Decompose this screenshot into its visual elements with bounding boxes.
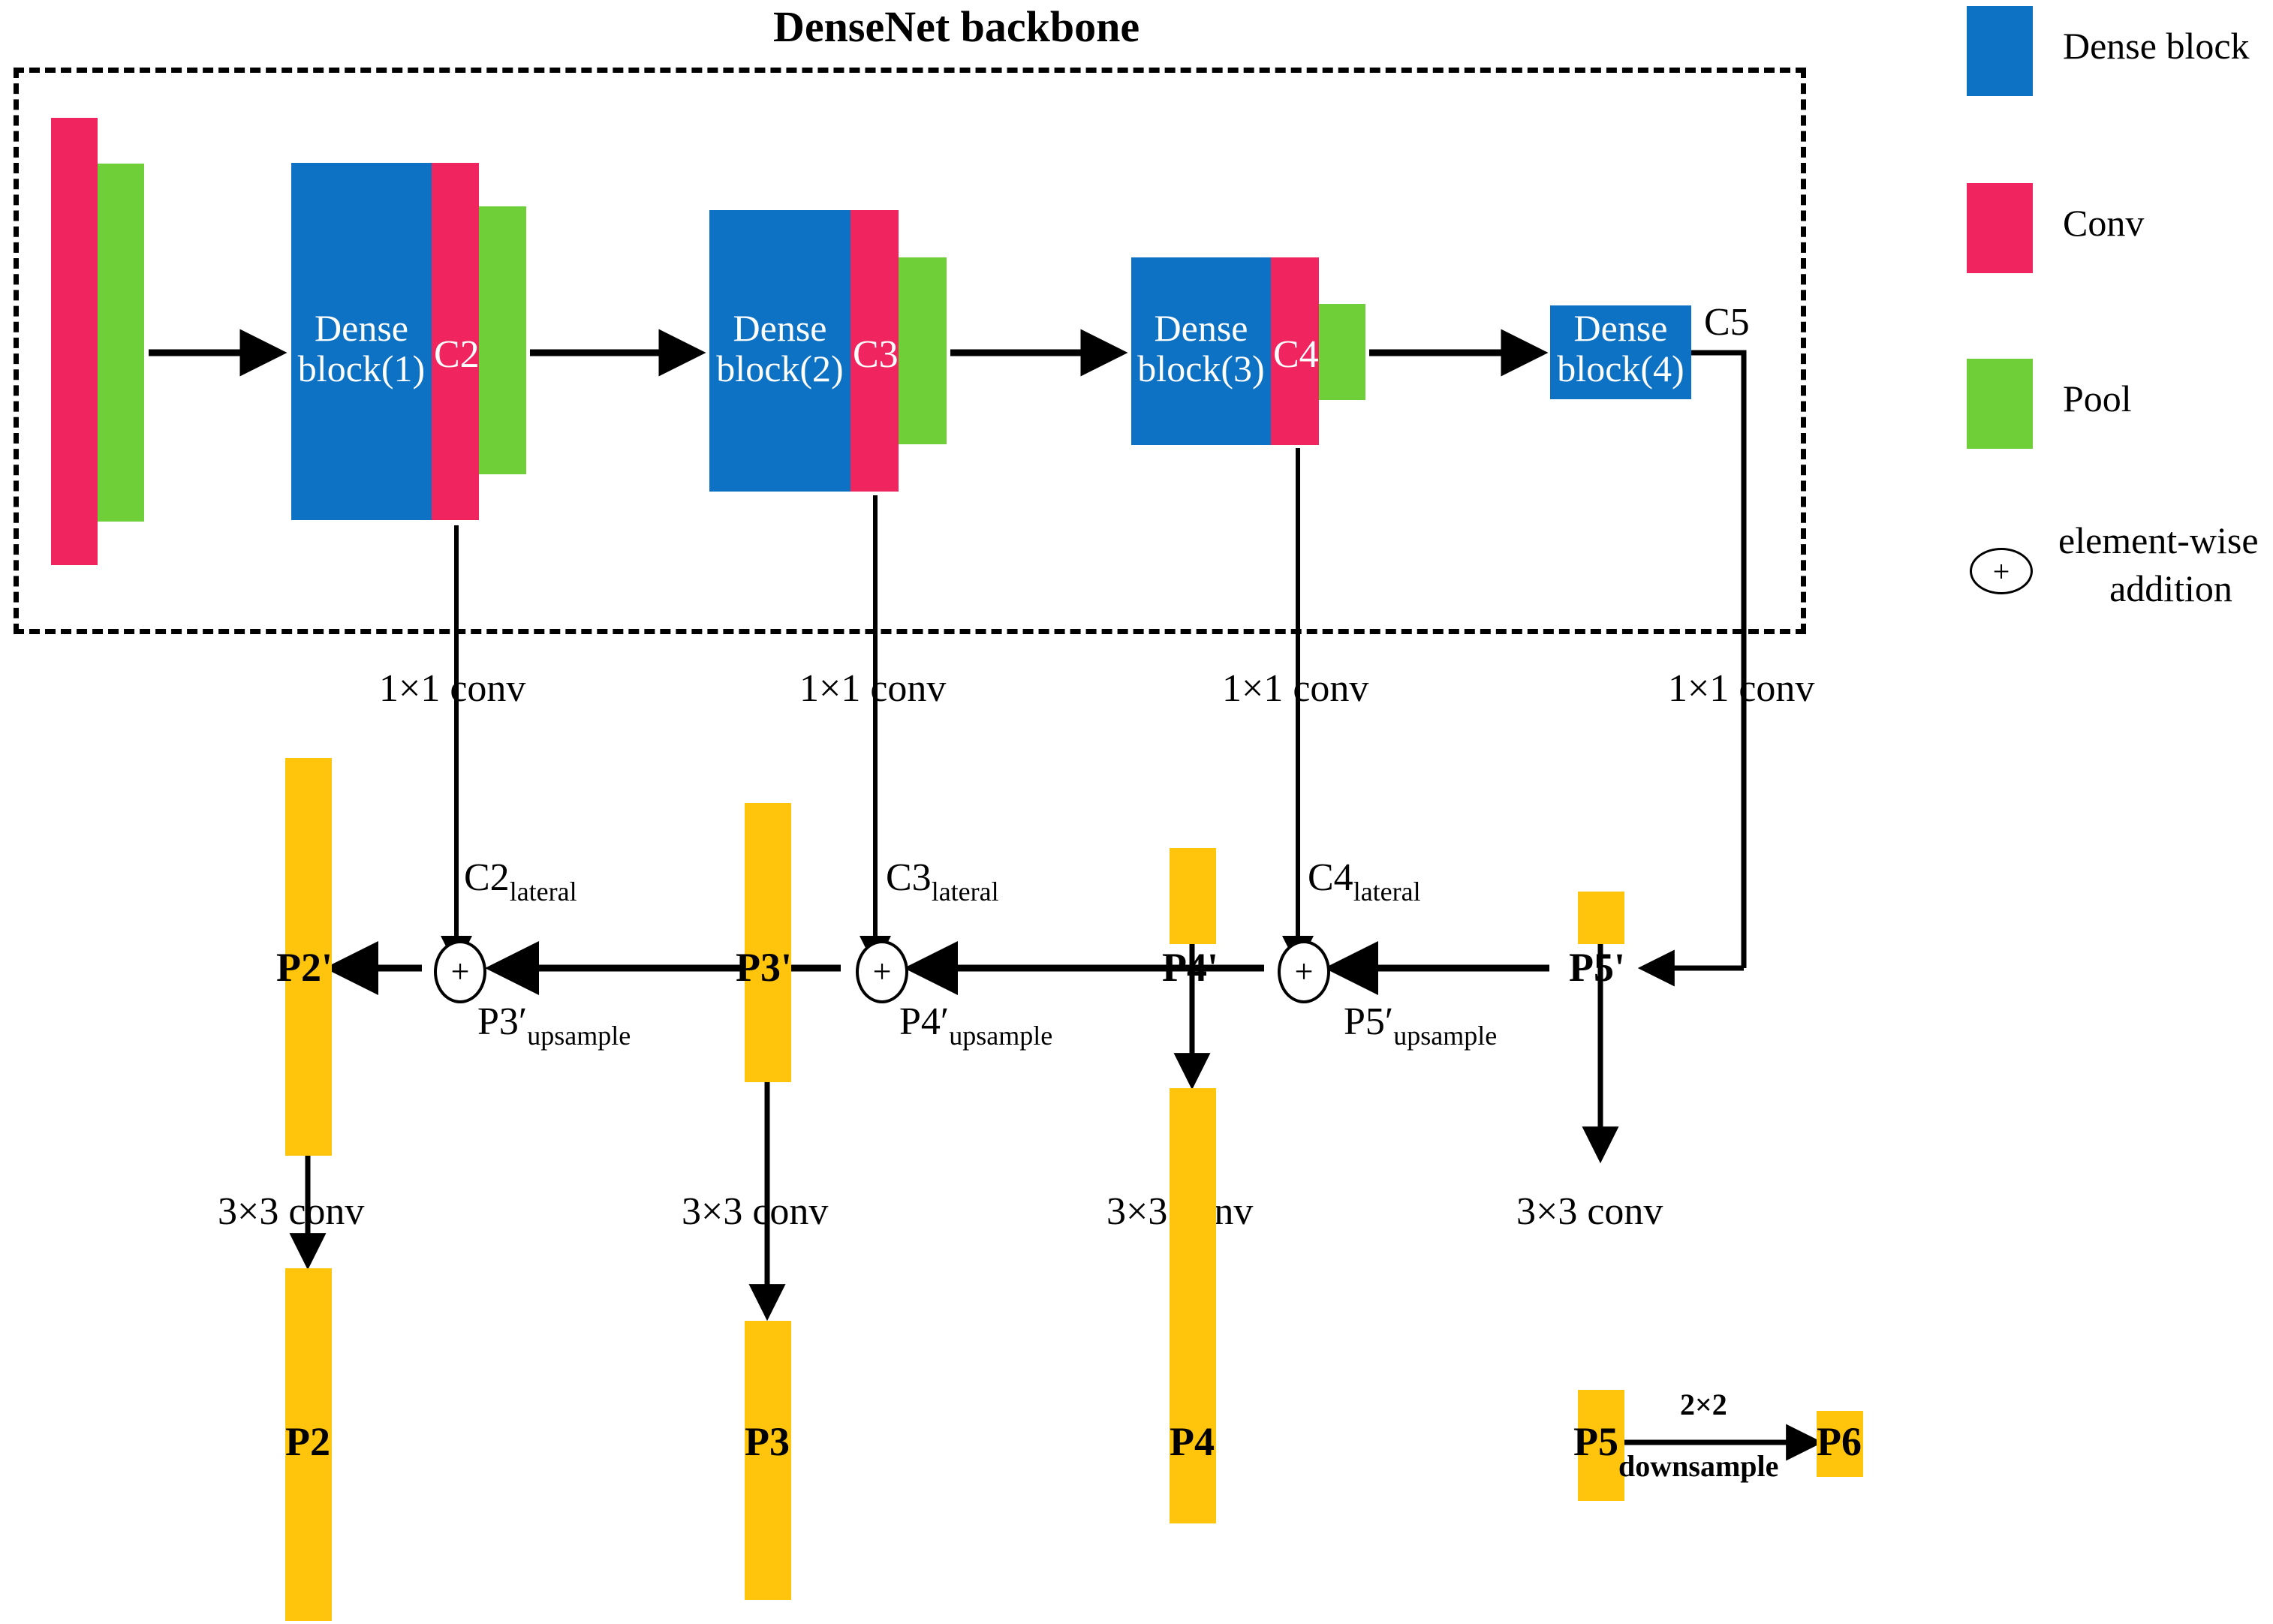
pyramid-node-p5-prime-bar[interactable]: [1578, 892, 1624, 944]
dense-block-1[interactable]: [291, 163, 432, 520]
transition-conv-1: [432, 163, 479, 520]
downsample-label-top: 2×2: [1680, 1388, 1727, 1421]
pyramid-node-p3-prime-label: P3': [736, 945, 792, 990]
dense-block-2-label-line2: block(2): [716, 347, 844, 389]
dense-block-3[interactable]: [1131, 257, 1271, 445]
legend-swatch-pool: [1967, 359, 2033, 449]
legend-swatch-dense-block: [1967, 6, 2033, 96]
lateral-conv-label-1: 1×1 conv: [379, 667, 526, 710]
feature-label-c5: C5: [1704, 301, 1750, 344]
stem-conv-bar: [51, 118, 98, 565]
dense-block-3-label-line2: block(3): [1137, 347, 1265, 389]
pyramid-node-p2-prime-bar[interactable]: [285, 758, 332, 1156]
pyramid-conv-label-4: 3×3 conv: [1516, 1190, 1663, 1233]
pyramid-node-p5-bar[interactable]: [1578, 1390, 1624, 1501]
pyramid-node-p2-label: P2: [285, 1419, 330, 1464]
pyramid-node-p3-prime-bar[interactable]: [745, 803, 791, 1082]
pyramid-conv-label-2: 3×3 conv: [682, 1190, 829, 1233]
dense-block-2-label-line1: Dense: [733, 307, 827, 349]
lateral-feature-label-c4-sub: lateral: [1353, 877, 1421, 907]
addition-node-p3[interactable]: +: [856, 940, 908, 1003]
pyramid-conv-label-1: 3×3 conv: [218, 1190, 365, 1233]
pyramid-node-p3-label: P3: [745, 1419, 790, 1464]
dense-block-4-label-line1: Dense: [1573, 307, 1668, 349]
densenet-backbone-boundary: [14, 68, 1806, 634]
pyramid-node-p4-bar[interactable]: [1170, 1088, 1216, 1523]
upsample-label-p3-prime-base: P3′: [477, 1000, 528, 1043]
pyramid-node-p3-bar[interactable]: [745, 1321, 791, 1600]
dense-block-1-label: Dense block(1): [291, 308, 432, 389]
dense-block-3-label-line1: Dense: [1154, 307, 1248, 349]
legend-label-pool: Pool: [2063, 377, 2132, 420]
legend-label-dense-block: Dense block: [2063, 25, 2250, 67]
lateral-conv-label-3: 1×1 conv: [1222, 667, 1369, 710]
legend-label-addition: element-wise addition: [2058, 516, 2273, 612]
pyramid-node-p4-prime-label: P4': [1162, 945, 1218, 990]
dense-block-2-label: Dense block(2): [709, 308, 850, 389]
lateral-feature-label-c2: C2lateral: [464, 856, 577, 907]
legend-label-conv: Conv: [2063, 202, 2145, 244]
transition-conv-2: [850, 210, 899, 492]
upsample-label-p3-prime: P3′upsample: [477, 1000, 631, 1051]
legend-label-addition-line1: element-wise: [2058, 519, 2259, 561]
addition-node-p4[interactable]: +: [1278, 940, 1330, 1003]
dense-block-4-label-line2: block(4): [1557, 347, 1684, 389]
legend-label-addition-line2: addition: [2109, 567, 2232, 609]
dense-block-1-label-line2: block(1): [297, 347, 426, 389]
legend: Dense block Conv Pool + element-wise add…: [1967, 0, 2273, 645]
pyramid-node-p4-prime-bar[interactable]: [1170, 848, 1216, 944]
upsample-label-p5-prime: P5′upsample: [1344, 1000, 1497, 1051]
dense-block-1-label-line1: Dense: [315, 307, 408, 349]
pyramid-node-p6-bar[interactable]: [1817, 1411, 1863, 1477]
feature-label-c3: C3: [853, 333, 899, 376]
pyramid-node-p5-prime-label: P5': [1569, 945, 1625, 990]
downsample-label-bottom: downsample: [1618, 1449, 1779, 1483]
pyramid-node-p2-bar[interactable]: [285, 1268, 332, 1621]
upsample-label-p3-prime-sub: upsample: [527, 1021, 631, 1051]
dense-block-2[interactable]: [709, 210, 850, 492]
feature-label-c2: C2: [434, 333, 480, 376]
lateral-feature-label-c3-base: C3: [886, 856, 932, 899]
stem-pool-bar: [98, 164, 144, 522]
transition-conv-3: [1271, 257, 1319, 445]
lateral-conv-label-2: 1×1 conv: [799, 667, 947, 710]
transition-pool-1: [479, 206, 526, 474]
lateral-feature-label-c3-sub: lateral: [931, 877, 999, 907]
legend-swatch-addition-icon: +: [1970, 548, 2033, 594]
dense-block-4[interactable]: [1550, 305, 1691, 399]
upsample-label-p5-prime-sub: upsample: [1393, 1021, 1498, 1051]
pyramid-node-p2-prime-label: P2': [276, 945, 333, 990]
lateral-feature-label-c4: C4lateral: [1308, 856, 1421, 907]
lateral-feature-label-c3: C3lateral: [886, 856, 999, 907]
feature-label-c4: C4: [1273, 333, 1319, 376]
upsample-label-p4-prime-base: P4′: [899, 1000, 950, 1043]
lateral-feature-label-c2-sub: lateral: [509, 877, 577, 907]
plus-icon: +: [1992, 554, 2010, 588]
upsample-label-p4-prime: P4′upsample: [899, 1000, 1052, 1051]
pyramid-node-p6-label: P6: [1817, 1419, 1862, 1464]
lateral-feature-label-c2-base: C2: [464, 856, 510, 899]
pyramid-node-p4-label: P4: [1170, 1419, 1215, 1464]
transition-pool-3: [1319, 304, 1365, 400]
transition-pool-2: [899, 257, 947, 444]
lateral-feature-label-c4-base: C4: [1308, 856, 1353, 899]
addition-node-p2[interactable]: +: [434, 940, 486, 1003]
upsample-label-p4-prime-sub: upsample: [949, 1021, 1053, 1051]
pyramid-node-p5-label: P5: [1573, 1419, 1618, 1464]
figure-title: DenseNet backbone: [773, 2, 1140, 51]
upsample-label-p5-prime-base: P5′: [1344, 1000, 1394, 1043]
legend-swatch-conv: [1967, 183, 2033, 273]
dense-block-3-label: Dense block(3): [1131, 308, 1271, 389]
dense-block-4-label: Dense block(4): [1550, 308, 1691, 389]
lateral-conv-label-4: 1×1 conv: [1668, 667, 1815, 710]
